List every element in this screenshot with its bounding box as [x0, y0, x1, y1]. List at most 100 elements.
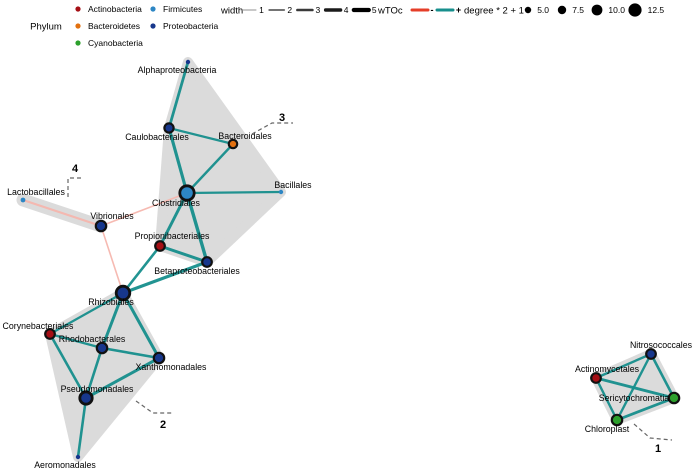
legend-phylum-title: Phylum [30, 21, 62, 32]
node-vibrionales [94, 219, 108, 233]
edge-caulobacterales-clostridiales [167, 126, 189, 195]
legend-width-label-3: 3 [316, 5, 321, 15]
legend-wtoc-title: wTOc [377, 5, 403, 16]
node-pseudomonadales [78, 390, 94, 406]
node-actinomycetales [590, 372, 602, 384]
edge-betaproteobacteriales-rhizobiales [121, 260, 209, 295]
edge-rhizobiales-rhodobacterales [100, 291, 125, 350]
legend-phylum-label-actinobacteria: Actinobacteria [88, 4, 142, 14]
legend-degree-title: degree * 2 + 1 [464, 5, 524, 16]
edge-xanthomonadales-pseudomonadales [84, 356, 161, 400]
module-number-3: 3 [279, 112, 285, 124]
node-label-caulobacterales: Caulobacterales [125, 132, 189, 142]
phylum-dot-firmicutes [150, 6, 156, 12]
node-label-alphaproteobacteria: Alphaproteobacteria [138, 65, 217, 75]
edge-actinomycetales-sericytochromatia [594, 376, 676, 400]
node-nitrosococcales [645, 348, 657, 360]
edge-pseudomonadales-aeromonadales [76, 396, 88, 459]
phylum-dot-proteobacteria [150, 23, 156, 29]
edge-clostridiales-bacillales [185, 190, 283, 195]
node-bacillales [278, 189, 284, 195]
node-label-rhizobiales: Rhizobiales [88, 297, 134, 307]
legend-wtoc-sign-pos: + [456, 5, 461, 15]
degree-sample-circle-10.0 [591, 4, 603, 16]
phylum-dot-bacteroidetes [75, 23, 81, 29]
edge-vibrionales-clostridiales [100, 192, 188, 227]
module-callout-4 [67, 177, 84, 197]
legend-width-label-4: 4 [344, 5, 349, 15]
edge-corynebacteriales-pseudomonadales [48, 332, 88, 400]
node-caulobacterales [163, 122, 175, 134]
node-label-vibrionales: Vibrionales [90, 211, 134, 221]
degree-sample-circle-12.5 [628, 3, 642, 17]
node-betaproteobacteriales [201, 256, 213, 268]
edge-nitrosococcales-sericytochromatia [649, 352, 676, 400]
node-label-betaproteobacteriales: Betaproteobacteriales [154, 266, 240, 276]
module-number-2: 2 [160, 419, 166, 431]
edge-rhizobiales-corynebacteriales [48, 291, 125, 336]
node-rhizobiales [114, 284, 132, 302]
legend-degree-label-10.0: 10.0 [608, 5, 625, 15]
legend-degree-label-7.5: 7.5 [572, 5, 584, 15]
degree-sample-circle-5.0 [524, 6, 532, 14]
legend-phylum-label-firmicutes: Firmicutes [163, 4, 202, 14]
legend-degree-label-12.5: 12.5 [648, 5, 665, 15]
edge-chloroplast-sericytochromatia [615, 396, 676, 422]
node-label-corynebacteriales: Corynebacteriales [3, 321, 75, 331]
node-rhodobacterales [95, 341, 109, 355]
legend-wtoc-sign-neg: - [431, 5, 434, 15]
node-xanthomonadales [152, 351, 166, 365]
node-chloroplast [610, 413, 624, 427]
edge-nitrosococcales-actinomycetales [594, 352, 653, 380]
node-alphaproteobacteria [185, 59, 191, 65]
node-bacteroidales [227, 138, 239, 150]
edge-rhodobacterales-pseudomonadales [84, 346, 104, 400]
node-label-actinomycetales: Actinomycetales [575, 364, 640, 374]
module-callout-1 [633, 423, 673, 441]
module-number-1: 1 [655, 443, 661, 455]
edge-caulobacterales-bacteroidales [167, 126, 235, 146]
legend-width-label-1: 1 [259, 5, 264, 15]
module-number-4: 4 [72, 163, 79, 175]
node-aeromonadales [75, 454, 81, 460]
node-propionibacteriales [154, 240, 166, 252]
node-label-chloroplast: Chloroplast [585, 424, 630, 434]
edge-propionibacteriales-rhizobiales [121, 244, 162, 295]
legend-width-label-5: 5 [372, 5, 377, 15]
node-label-sericytochromatia: Sericytochromatia [599, 393, 670, 403]
legend-degree-label-5.0: 5.0 [537, 5, 549, 15]
edge-rhodobacterales-xanthomonadales [100, 346, 161, 360]
node-label-bacillales: Bacillales [274, 180, 312, 190]
node-label-pseudomonadales: Pseudomonadales [61, 384, 134, 394]
edge-actinomycetales-chloroplast [594, 376, 619, 422]
edge-corynebacteriales-rhodobacterales [48, 332, 104, 350]
node-label-xanthomonadales: Xanthomonadales [136, 362, 208, 372]
edge-clostridiales-propionibacteriales [158, 191, 189, 248]
phylum-dot-actinobacteria [75, 6, 81, 12]
edge-clostridiales-betaproteobacteriales [185, 191, 209, 264]
legend-phylum-label-bacteroidetes: Bacteroidetes [88, 21, 140, 31]
edge-alphaproteobacteria-caulobacterales [167, 60, 190, 130]
legend-phylum-label-proteobacteria: Proteobacteria [163, 21, 219, 31]
node-label-lactobacillales: Lactobacillales [7, 187, 65, 197]
node-clostridiales [178, 184, 196, 202]
edge-lactobacillales-vibrionales [21, 198, 103, 228]
node-lactobacillales [20, 197, 26, 203]
phylum-dot-cyanobacteria [75, 40, 81, 46]
edge-vibrionales-rhizobiales [100, 225, 124, 294]
edge-propionibacteriales-betaproteobacteriales [158, 244, 209, 264]
edge-rhizobiales-xanthomonadales [121, 291, 161, 360]
node-corynebacteriales [44, 328, 56, 340]
node-label-bacteroidales: Bacteroidales [218, 131, 272, 141]
legend-width-title: width [220, 5, 243, 16]
node-label-nitrosococcales: Nitrosococcales [630, 340, 693, 350]
node-label-clostridiales: Clostridiales [152, 198, 201, 208]
edge-bacteroidales-clostridiales [185, 142, 235, 195]
legend-phylum-label-cyanobacteria: Cyanobacteria [88, 38, 143, 48]
node-sericytochromatia [667, 391, 681, 405]
node-label-propionibacteriales: Propionibacteriales [135, 231, 210, 241]
node-label-rhodobacterales: Rhodobacterales [59, 334, 126, 344]
degree-sample-circle-7.5 [557, 5, 567, 15]
